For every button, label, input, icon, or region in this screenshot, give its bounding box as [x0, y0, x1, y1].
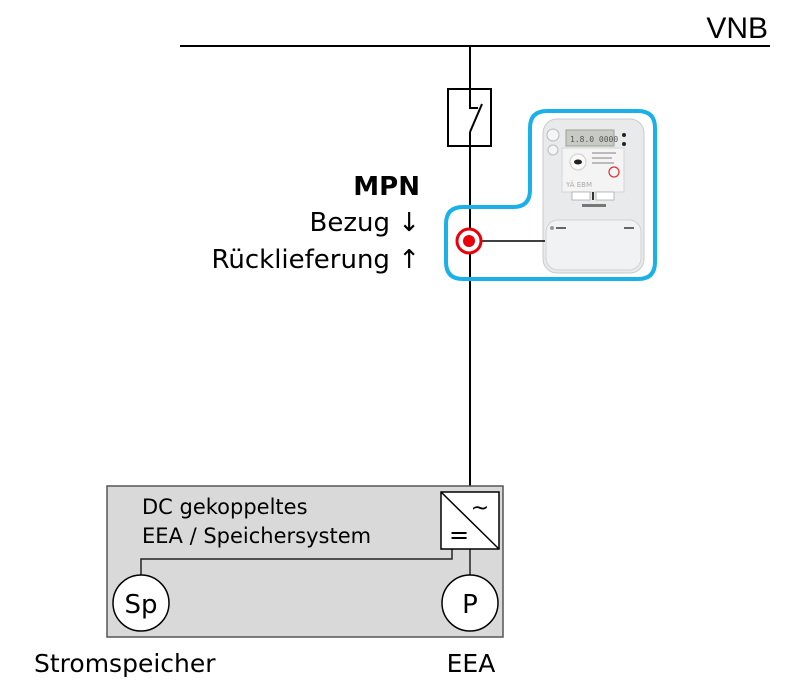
storage-icon: [112, 574, 170, 632]
generator-icon: [441, 574, 499, 632]
system-box: [106, 485, 504, 638]
meter-highlight-outline: [444, 109, 657, 281]
import-label: Bezug ↓: [309, 208, 420, 238]
generator-label: EEA: [447, 649, 496, 678]
generator-symbol: P: [462, 590, 478, 620]
smart-meter-icon: 1.8.0 0000 YÄ EBM: [542, 118, 645, 274]
main-switch-icon: [447, 88, 492, 147]
svg-text:YÄ EBM: YÄ EBM: [565, 180, 592, 189]
storage-label: Stromspeicher: [34, 649, 216, 678]
dc-wire: [140, 549, 453, 575]
storage-symbol: Sp: [124, 590, 157, 620]
measurement-point-icon: [455, 227, 483, 255]
inverter-icon: [440, 491, 500, 550]
system-title-line2: EEA / Speichersystem: [142, 524, 371, 548]
export-label: Rücklieferung ↑: [211, 245, 420, 275]
inverter-dc-symbol: =: [449, 521, 469, 549]
svg-text:1.8.0 0000: 1.8.0 0000: [570, 135, 618, 144]
grid-label: VNB: [706, 12, 768, 45]
metering-point-title: MPN: [353, 172, 420, 202]
system-title-line1: DC gekoppeltes: [142, 495, 308, 519]
inverter-ac-symbol: ~: [471, 496, 489, 521]
